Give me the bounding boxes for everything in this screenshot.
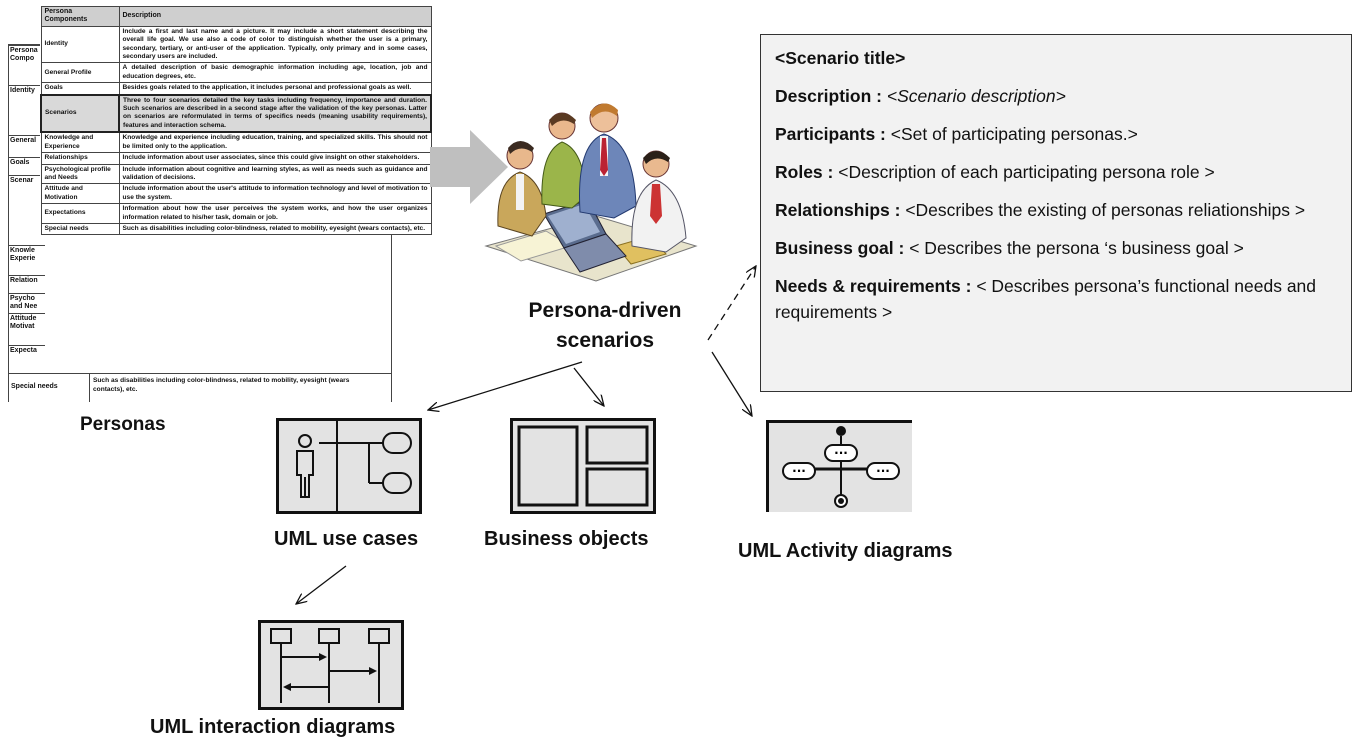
row-description: Include information about the user's att… xyxy=(118,183,432,205)
use-case-icon xyxy=(276,418,422,514)
svg-text:···: ··· xyxy=(834,446,848,460)
uml-interaction-label: UML interaction diagrams xyxy=(150,716,396,738)
row-description: Include information about user associate… xyxy=(118,152,432,165)
interaction-diagram-icon xyxy=(258,620,404,710)
scenario-template: <Scenario title> Description : <Scenario… xyxy=(760,34,1352,392)
back-row-label: General xyxy=(9,135,45,157)
template-title: <Scenario title> xyxy=(775,48,906,68)
business-objects-label: Business objects xyxy=(484,528,649,550)
arrow-to-template xyxy=(707,266,756,341)
row-component: Special needs xyxy=(40,222,120,236)
arrow-to-interaction xyxy=(296,565,347,604)
back-row-label: Attitude Motivat xyxy=(9,313,45,345)
uml-use-cases-label: UML use cases xyxy=(274,528,419,550)
svg-text:···: ··· xyxy=(792,464,806,478)
back-row-label: Scenar xyxy=(9,175,45,245)
persona-driven-line1: Persona-driven xyxy=(528,299,682,322)
template-needs: Needs & requirements : < Describes perso… xyxy=(775,276,1317,322)
row-component: Goals xyxy=(40,82,120,96)
row-description: Such as disabilities including color-bli… xyxy=(118,222,432,236)
svg-text:···: ··· xyxy=(876,464,890,478)
row-description: Include information about cognitive and … xyxy=(118,163,432,185)
row-component: Knowledge and Experience xyxy=(40,131,120,154)
back-row-label: Persona Compo xyxy=(9,45,45,85)
persona-driven-label: Persona-driven scenarios xyxy=(500,296,710,356)
template-description: Description : <Scenario description> xyxy=(775,86,1066,106)
activity-diagram-icon: ··· ··· ··· xyxy=(766,420,912,512)
template-relationships: Relationships : <Describes the existing … xyxy=(775,200,1306,220)
back-row-label: Goals xyxy=(9,157,45,175)
big-arrow-icon xyxy=(430,130,508,204)
back-last-component: Special needs xyxy=(11,383,58,390)
back-last-row: Special needs Such as disabilities inclu… xyxy=(9,373,391,402)
row-description: A detailed description of basic demograp… xyxy=(118,62,432,84)
row-component: Scenarios xyxy=(40,93,120,134)
back-row-label: Psycho and Nee xyxy=(9,293,45,313)
row-description: Include a first and last name and a pict… xyxy=(118,25,432,64)
arrow-to-activity xyxy=(711,351,752,416)
people-clipart-icon xyxy=(484,103,698,282)
row-description: Knowledge and experience including educa… xyxy=(118,131,432,154)
back-row-label: Expecta xyxy=(9,345,45,373)
back-row-label: Relation xyxy=(9,275,45,293)
template-participants: Participants : <Set of participating per… xyxy=(775,124,1138,144)
back-last-description: Such as disabilities including color-bli… xyxy=(93,377,350,393)
row-component: General Profile xyxy=(40,62,120,84)
row-description: Three to four scenarios detailed the key… xyxy=(118,93,432,134)
row-component: Expectations xyxy=(40,203,120,224)
persona-driven-line2: scenarios xyxy=(555,329,655,352)
row-component: Relationships xyxy=(40,152,120,165)
personas-label: Personas xyxy=(80,414,166,435)
header-persona-components: Persona Components xyxy=(40,6,120,27)
row-description: Besides goals related to the application… xyxy=(118,82,432,96)
template-roles: Roles : <Description of each participati… xyxy=(775,162,1215,182)
back-row-label: Knowle Experie xyxy=(9,245,45,275)
row-description: Information about how the user perceives… xyxy=(118,203,432,224)
arrow-to-use-cases xyxy=(428,361,583,410)
business-objects-icon xyxy=(510,418,656,514)
header-description: Description xyxy=(118,6,432,27)
arrow-to-business-objects xyxy=(573,367,604,406)
back-row-label: Identity xyxy=(9,85,45,135)
template-business-goal: Business goal : < Describes the persona … xyxy=(775,238,1244,258)
row-component: Attitude and Motivation xyxy=(40,183,120,205)
row-component: Psychological profile and Needs xyxy=(40,163,120,185)
uml-activity-label: UML Activity diagrams xyxy=(738,540,953,562)
row-component: Identity xyxy=(40,25,120,64)
